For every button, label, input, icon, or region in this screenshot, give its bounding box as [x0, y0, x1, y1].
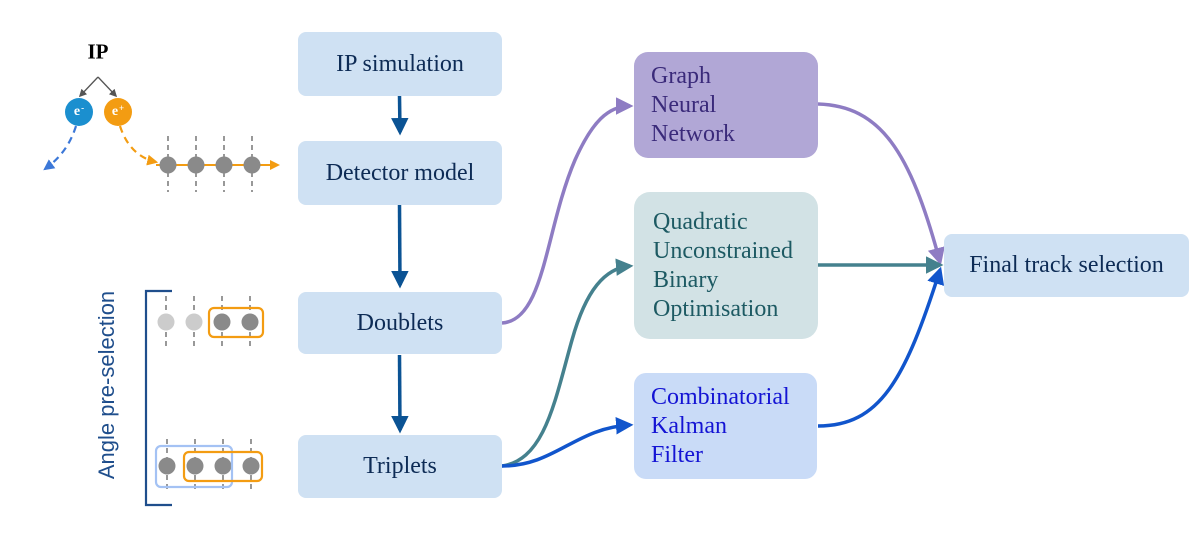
detector-model-box: Detector model	[298, 141, 502, 205]
ckf-line: Filter	[651, 441, 703, 468]
arrow-detector-to-doublets	[391, 204, 409, 289]
detector-model-label: Detector model	[325, 159, 475, 186]
qubo-line: Binary	[653, 266, 719, 293]
doublets-box: Doublets	[298, 292, 502, 354]
electron-particle: e-	[65, 98, 93, 126]
ip-simulation-box: IP simulation	[298, 32, 502, 96]
pipeline-arrows	[391, 95, 409, 434]
angle-preselection-label: Angle pre-selection	[94, 290, 119, 480]
hit	[213, 313, 231, 331]
positron-label: e	[111, 104, 119, 119]
qubo-box: Quadratic Unconstrained Binary Optimisat…	[634, 192, 818, 339]
hit	[214, 457, 232, 475]
hit	[159, 156, 177, 174]
triplets-box: Triplets	[298, 435, 502, 498]
positron-trajectory	[118, 125, 159, 166]
qubo-line: Optimisation	[653, 295, 779, 322]
gnn-box: Graph Neural Network	[634, 52, 818, 158]
arrow-gnn-to-final	[817, 102, 945, 266]
hit	[186, 457, 204, 475]
doublets-label: Doublets	[356, 309, 444, 336]
qubo-line: Unconstrained	[653, 237, 793, 264]
arrow-triplets-to-ckf	[501, 417, 634, 468]
arrow-triplets-to-qubo	[501, 258, 634, 468]
triplet-hits	[154, 439, 264, 493]
selection-bracket	[144, 289, 172, 507]
ip-simulation-label: IP simulation	[336, 50, 464, 77]
hit	[158, 457, 176, 475]
hit-faded	[157, 313, 175, 331]
electron-charge: -	[81, 103, 85, 113]
electron-trajectory	[43, 125, 78, 171]
gnn-line: Network	[651, 120, 735, 147]
gnn-line: Neural	[651, 91, 717, 118]
arrow-doublets-to-gnn	[501, 97, 634, 325]
arrow-ip-to-detector	[391, 95, 409, 136]
doublet-highlight	[207, 306, 265, 339]
positron-charge: +	[119, 103, 125, 113]
final-track-selection-box: Final track selection	[944, 234, 1189, 297]
arrow-doublets-to-triplets	[391, 354, 409, 434]
hit	[243, 156, 261, 174]
ckf-line: Kalman	[651, 412, 727, 439]
ckf-box: Combinatorial Kalman Filter	[634, 373, 817, 479]
qubo-line: Quadratic	[653, 208, 748, 235]
ip-split-arrows	[78, 76, 118, 98]
hit	[242, 457, 260, 475]
positron-particle: e+	[104, 98, 132, 126]
arrow-ckf-to-final	[817, 266, 945, 428]
triplet-highlight-blue	[154, 444, 234, 489]
doublet-hits	[157, 296, 265, 350]
hit	[241, 313, 259, 331]
electron-label: e	[73, 104, 81, 119]
gnn-line: Graph	[651, 62, 711, 89]
hit	[215, 156, 233, 174]
final-track-selection-label: Final track selection	[969, 252, 1164, 278]
triplet-highlight-orange	[182, 450, 264, 483]
hit	[187, 156, 205, 174]
ip-label: IP	[87, 39, 109, 64]
hit-faded	[185, 313, 203, 331]
detector-hits-top	[156, 136, 280, 192]
triplets-label: Triplets	[363, 453, 437, 479]
ckf-line: Combinatorial	[651, 383, 790, 410]
